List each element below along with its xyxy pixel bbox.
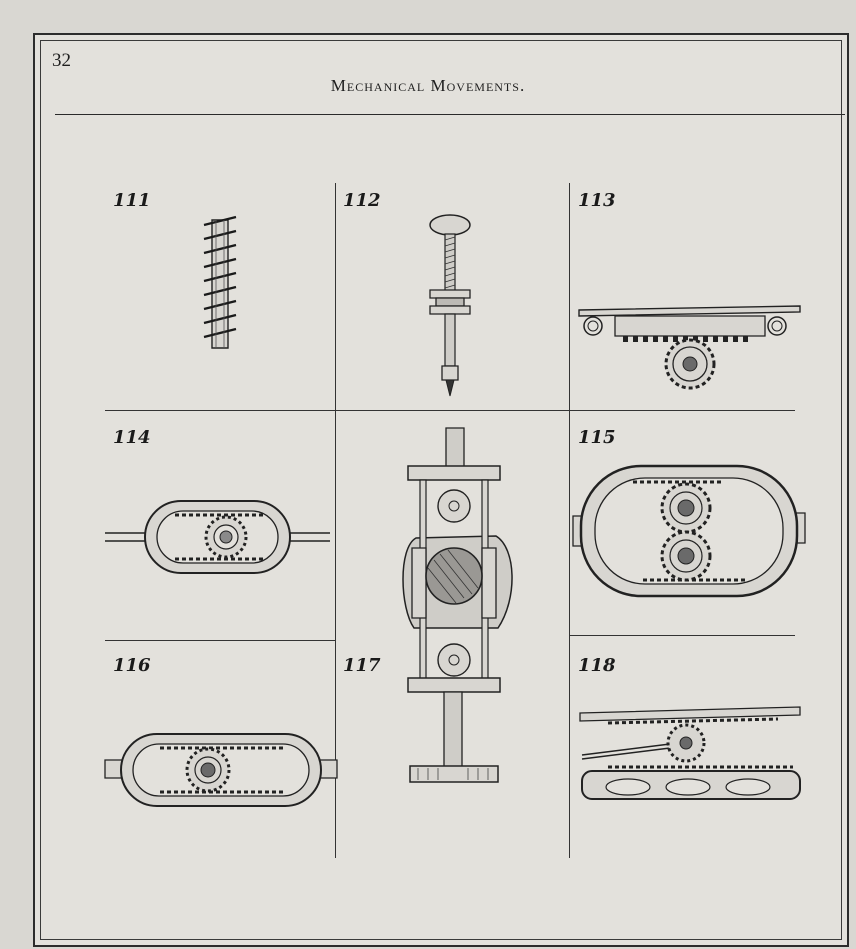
figure-number-118: 118 (578, 655, 616, 676)
oval-rack-icon (105, 730, 337, 810)
header-rule (55, 114, 845, 115)
grid-line (569, 635, 795, 636)
figure-number-117: 117 (343, 655, 381, 676)
figure-number-112: 112 (343, 190, 381, 211)
sliding-rack-icon (578, 705, 803, 805)
grid-line (569, 183, 570, 858)
running-title: Mechanical Movements. (330, 76, 526, 95)
page-inner-border (40, 40, 842, 940)
figure-number-116: 116 (113, 655, 151, 676)
drill-icon (420, 210, 480, 400)
figure-number-113: 113 (578, 190, 616, 211)
figure-number-111: 111 (113, 190, 151, 211)
figure-number-114: 114 (113, 427, 151, 448)
double-gear-frame-icon (573, 458, 805, 603)
figure-number-115: 115 (578, 427, 616, 448)
screw-icon (190, 215, 250, 355)
page-number: 32 (52, 50, 71, 71)
oval-rack-icon (105, 495, 330, 580)
eccentric-frame-icon (398, 428, 523, 800)
grid-line (335, 183, 336, 858)
grid-line (105, 410, 795, 411)
rack-pinion-icon (575, 302, 805, 397)
grid-line (105, 640, 335, 641)
